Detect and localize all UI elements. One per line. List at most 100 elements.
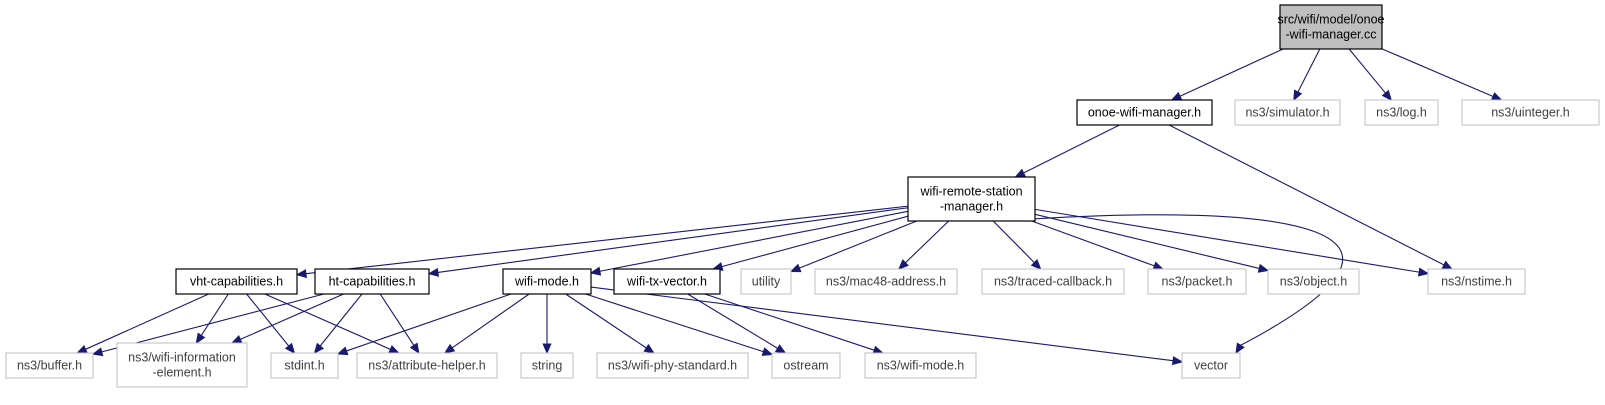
edge-wrsm-to-vht [295,205,909,279]
node-label: string [532,359,563,373]
node-label: ns3/buffer.h [17,359,82,373]
node-wrsm[interactable]: wifi-remote-station-manager.h [907,176,1036,222]
edge-line [1168,124,1445,266]
edge-line [1381,48,1494,97]
node-object: ns3/object.h [1267,268,1360,295]
edge-onoe_h-to-wrsm [1014,124,1120,178]
node-buffer: ns3/buffer.h [5,352,94,379]
edge-wmode-to-phystd [565,293,655,354]
edge-onoe_h-to-nstime [1168,124,1454,270]
node-label: -manager.h [940,200,1003,214]
edge-line [451,293,530,349]
edge-line [799,220,917,269]
arrowhead [409,342,420,355]
node-label: ns3/nstime.h [1441,275,1512,289]
edge-line [1023,124,1120,174]
edge-line [85,293,209,350]
node-wtx[interactable]: wifi-tx-vector.h [613,268,721,295]
arrowhead [295,269,307,279]
node-box [1076,99,1213,126]
edge-wrsm-to-utility [789,220,917,273]
node-box [1234,99,1341,126]
node-mac48: ns3/mac48-address.h [814,268,958,295]
node-label: ns3/mac48-address.h [826,275,946,289]
node-box [356,352,498,379]
node-label: vector [1194,359,1228,373]
arrowhead [443,343,456,354]
arrowhead [542,343,552,355]
arrowhead [589,266,602,276]
node-box [814,268,958,295]
node-label: ns3/object.h [1280,275,1347,289]
arrowhead [195,332,206,345]
node-root: src/wifi/model/onoe-wifi-manager.cc [1278,4,1385,50]
edge-line [1348,48,1386,94]
node-ns3wmode: ns3/wifi-mode.h [864,352,977,379]
node-box [1267,268,1360,295]
edge-vht-to-stdint [246,293,296,354]
node-box [270,352,339,379]
edge-wrsm-to-object [1034,213,1270,273]
node-box [1147,268,1247,295]
node-ostream: ostream [771,352,841,379]
node-vector: vector [1181,352,1241,379]
edge-root-to-onoe_h [1170,48,1284,101]
edge-line [1034,208,1420,273]
arrowhead [91,347,104,357]
node-label: ns3/wifi-phy-standard.h [608,359,737,373]
edge-line [246,293,290,347]
node-box [1427,268,1526,295]
arrowhead [898,259,909,270]
node-utility: utility [740,268,792,295]
node-uinteger: ns3/uinteger.h [1461,99,1600,126]
edge-vht-to-wie [195,293,229,345]
node-label: utility [752,275,781,289]
node-ht[interactable]: ht-capabilities.h [314,268,430,295]
arrowhead [427,267,440,277]
nodes-layer: src/wifi/model/onoe-wifi-manager.cc onoe-… [5,4,1600,388]
node-box [5,352,94,379]
arrowhead [1293,89,1303,102]
arrowhead [1172,356,1184,366]
node-label: wifi-tx-vector.h [626,275,707,289]
node-stdint: stdint.h [270,352,339,379]
edge-wrsm-to-nstime [1034,208,1430,277]
arrowhead [1257,263,1270,273]
node-box [520,352,574,379]
node-box [907,176,1036,222]
edge-line [704,293,875,351]
node-label: -element.h [152,366,211,380]
edge-wrsm-to-vector [1003,214,1344,355]
node-label: ns3/packet.h [1162,275,1233,289]
edge-ht-to-stdint [313,293,363,355]
node-label: -wifi-manager.cc [1286,28,1377,42]
edge-line [1297,48,1321,93]
node-box [864,352,977,379]
arrowhead [1014,168,1027,178]
node-onoe_h[interactable]: onoe-wifi-manager.h [1076,99,1213,126]
node-label: wifi-remote-station [919,185,1022,199]
node-wmode[interactable]: wifi-mode.h [502,268,592,295]
edge-wrsm-to-traced [992,220,1042,270]
arrowhead [1170,91,1183,101]
arrowhead [76,344,88,354]
edge-line [101,293,325,353]
edge-line [590,286,1174,362]
edge-wrsm-to-ht [427,207,909,277]
edge-line [721,215,909,268]
node-vht[interactable]: vht-capabilities.h [175,268,298,295]
edge-line [346,293,512,352]
edge-line [305,205,909,275]
arrowhead [1235,342,1245,355]
node-box [116,342,248,388]
node-simulator: ns3/simulator.h [1234,99,1341,126]
arrowhead [388,345,400,354]
arrowhead [313,342,325,355]
edge-wmode-to-vector [590,286,1184,366]
arrowhead [1152,261,1165,271]
node-label: ns3/wifi-mode.h [877,359,965,373]
edge-wmode-to-stdint [336,293,512,356]
node-label: src/wifi/model/onoe [1278,13,1385,27]
arrowhead [230,335,243,344]
